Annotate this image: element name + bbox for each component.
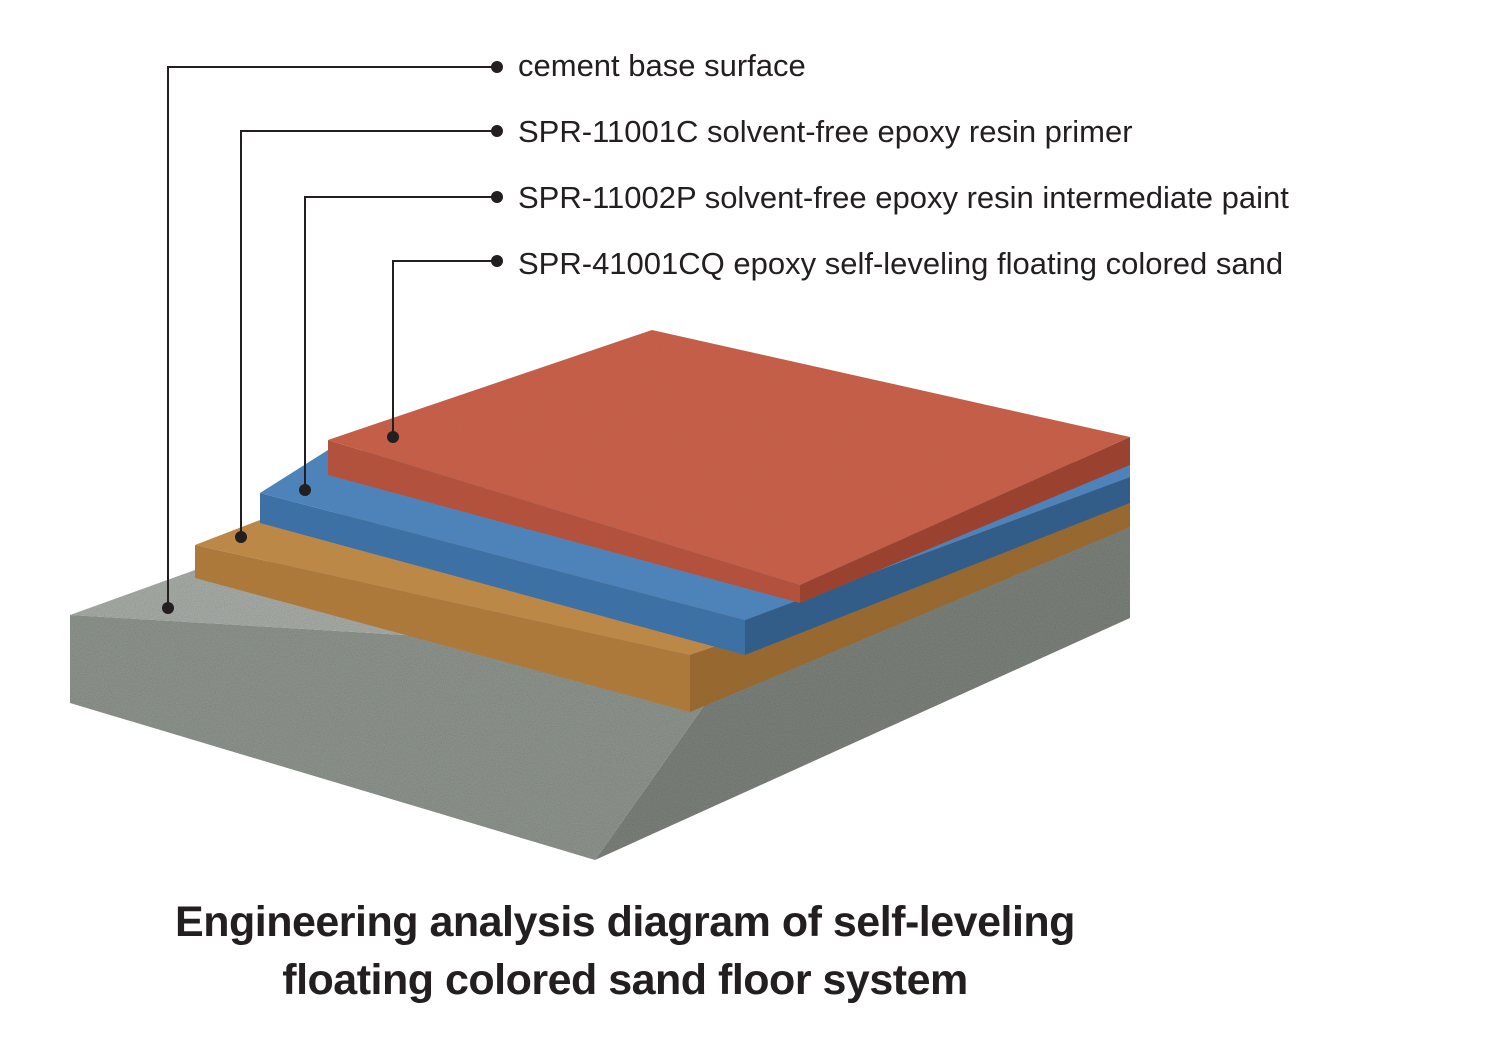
leader-intermediate xyxy=(304,196,497,490)
leader-primer xyxy=(240,130,497,537)
dot-intermediate-label xyxy=(491,191,503,203)
dot-primer-end xyxy=(235,531,247,543)
intermediate-front-face xyxy=(260,493,745,655)
dot-topcoat-label xyxy=(491,255,503,267)
dot-topcoat-end xyxy=(387,431,399,443)
leader-topcoat xyxy=(392,260,497,437)
leader-cement xyxy=(167,66,497,608)
caption-line-1: Engineering analysis diagram of self-lev… xyxy=(175,898,1075,946)
diagram-caption: Engineering analysis diagram of self-lev… xyxy=(0,893,1250,1009)
leader-lines xyxy=(167,66,497,608)
dot-primer-label xyxy=(491,125,503,137)
primer-side-face xyxy=(690,503,1130,712)
label-cement: cement base surface xyxy=(518,48,806,83)
topcoat-layer xyxy=(328,330,1130,603)
topcoat-top-face xyxy=(328,330,1130,585)
leader-dots xyxy=(162,61,503,614)
topcoat-front-face xyxy=(328,440,800,603)
label-primer: SPR-11001C solvent-free epoxy resin prim… xyxy=(518,114,1133,149)
dot-intermediate-end xyxy=(299,484,311,496)
topcoat-side-face xyxy=(800,437,1130,603)
dot-cement-end xyxy=(162,602,174,614)
dot-cement-label xyxy=(491,61,503,73)
intermediate-side-face xyxy=(745,477,1130,655)
cement-side-face xyxy=(595,527,1130,860)
primer-front-face xyxy=(195,545,690,712)
label-intermediate: SPR-11002P solvent-free epoxy resin inte… xyxy=(518,180,1289,215)
label-topcoat: SPR-41001CQ epoxy self-leveling floating… xyxy=(518,246,1283,281)
caption-line-2: floating colored sand floor system xyxy=(282,956,968,1004)
